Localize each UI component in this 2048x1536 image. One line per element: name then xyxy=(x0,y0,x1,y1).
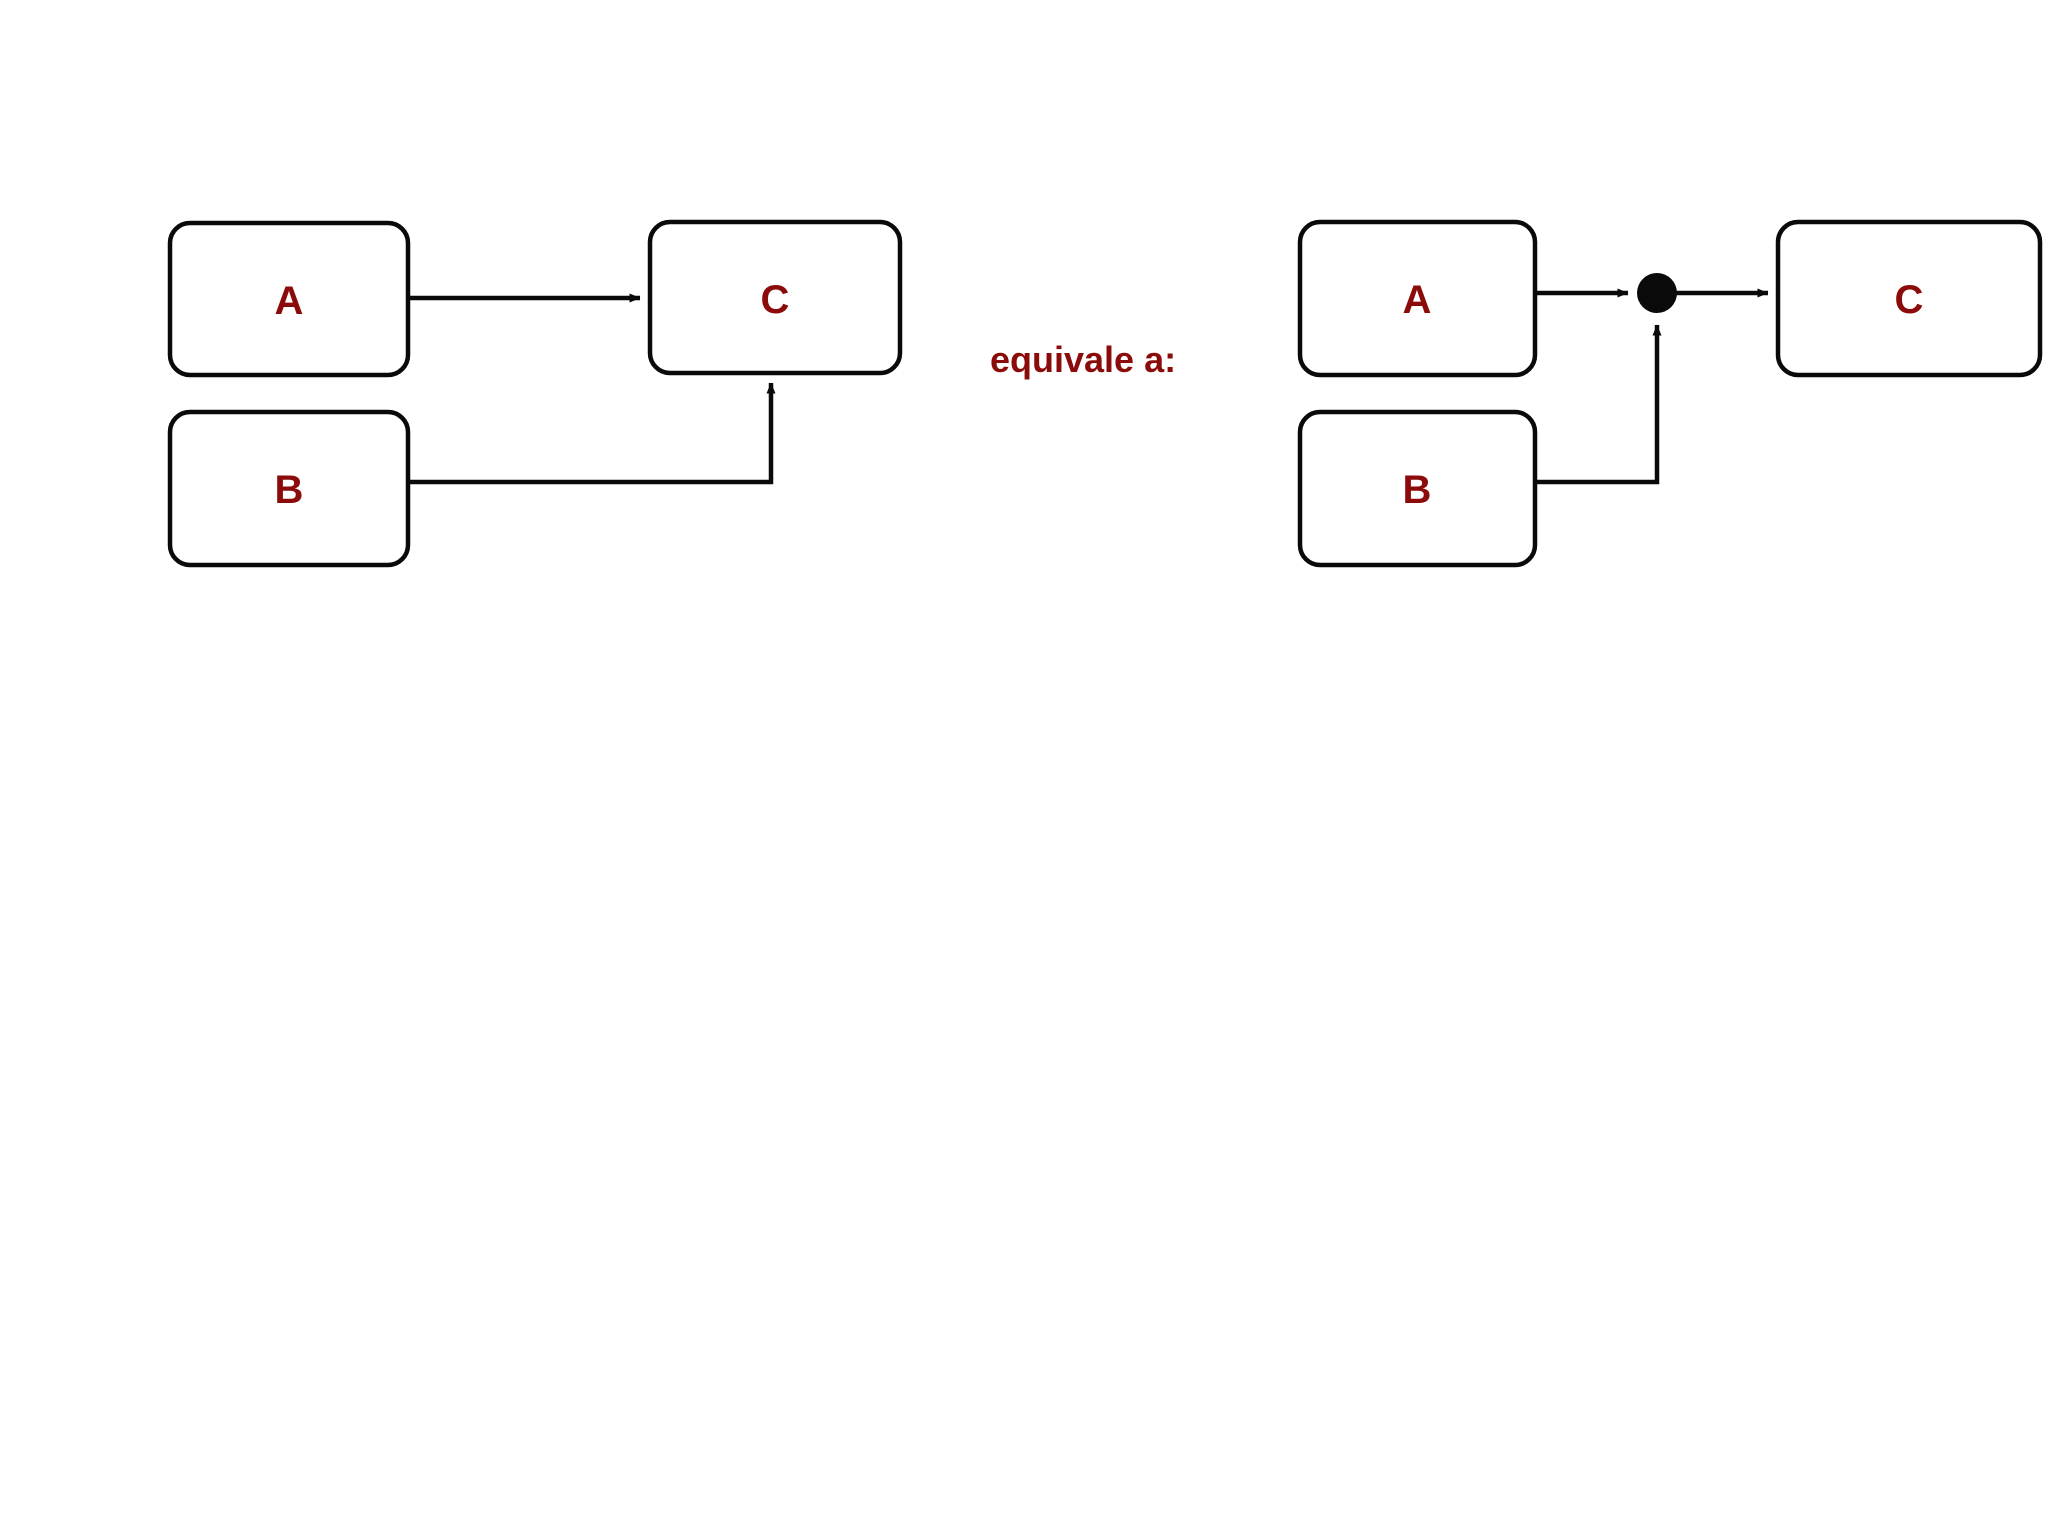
right-diagram-group: A B C xyxy=(1297,219,2043,568)
node-c-left-label: C xyxy=(761,278,790,322)
node-c-right-label: C xyxy=(1895,278,1924,322)
node-c-right[interactable]: C xyxy=(1775,219,2043,378)
node-b-right[interactable]: B xyxy=(1297,409,1538,568)
node-b-right-label: B xyxy=(1403,468,1432,512)
node-a-right[interactable]: A xyxy=(1297,219,1538,378)
node-a-left-label: A xyxy=(275,279,304,323)
node-a-left[interactable]: A xyxy=(167,220,411,378)
edge-b-to-c-left xyxy=(408,382,776,485)
node-a-left-box[interactable] xyxy=(167,220,411,378)
edge-b-to-merge-right xyxy=(1535,324,1662,485)
node-b-left[interactable]: B xyxy=(167,409,411,568)
left-diagram-group: A B C xyxy=(167,219,903,568)
node-c-left-box[interactable] xyxy=(647,219,903,376)
node-c-left[interactable]: C xyxy=(647,219,903,376)
node-a-right-box[interactable] xyxy=(1297,219,1538,378)
node-b-left-label: B xyxy=(275,468,304,512)
node-a-right-label: A xyxy=(1403,278,1432,322)
node-b-right-box[interactable] xyxy=(1297,409,1538,568)
node-b-left-box[interactable] xyxy=(167,409,411,568)
merge-junction-dot[interactable] xyxy=(1637,273,1677,313)
node-c-right-box[interactable] xyxy=(1775,219,2043,378)
equivalence-caption: equivale a: xyxy=(990,339,1176,380)
